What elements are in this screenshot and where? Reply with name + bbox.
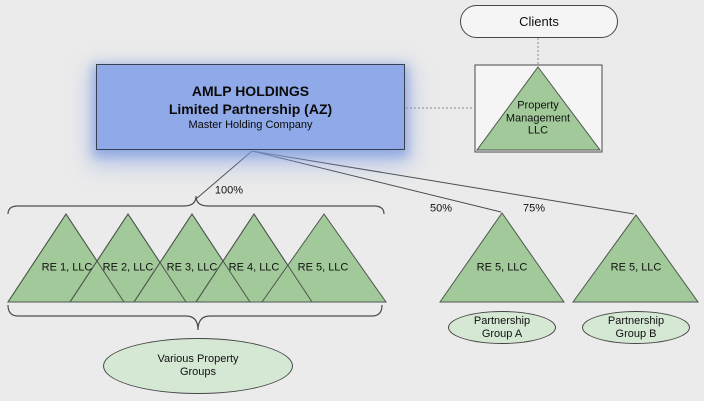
re1-label: RE 1, LLC [41,261,93,274]
clients-node: Clients [460,5,618,38]
ownership-75-label: 75% [522,202,546,215]
partnership-group-b-line2: Group B [615,327,657,340]
pm-label-line2: Management [505,111,571,124]
group-a-re-label: RE 5, LLC [476,261,528,274]
clients-label: Clients [519,14,559,29]
top-brace [7,195,385,215]
various-groups-ellipse: Various Property Groups [103,338,293,394]
re2-label: RE 2, LLC [102,261,154,274]
re5-triangle [261,213,387,303]
group-b-re-label: RE 5, LLC [610,261,662,274]
ownership-50-label: 50% [429,202,453,215]
re-triangle-outlines [7,213,313,303]
amlp-to-group-a-connector [251,150,502,213]
amlp-caption: Master Holding Company [188,118,313,131]
partnership-group-a-line2: Group A [481,327,523,340]
group-a-triangle [439,212,565,303]
amlp-to-group-connector [195,150,253,200]
partnership-group-a-ellipse: Partnership Group A [448,311,556,344]
amlp-holdings-node: AMLP HOLDINGS Limited Partnership (AZ) M… [96,64,405,150]
partnership-group-b-ellipse: Partnership Group B [582,311,690,344]
various-groups-label-line2: Groups [179,366,217,378]
various-groups-label-line1: Various Property [157,353,239,365]
re5-label: RE 5, LLC [297,261,349,274]
partnership-group-b-line1: Partnership [607,314,665,327]
amlp-to-group-b-connector [251,150,635,215]
partnership-group-a-line1: Partnership [473,314,531,327]
pm-label: Property Management LLC [506,99,570,137]
pm-label-line3: LLC [527,124,549,137]
amlp-title: AMLP HOLDINGS [191,82,310,99]
group-b-triangle [572,214,699,303]
re4-label: RE 4, LLC [228,261,280,274]
pm-label-line1: Property [517,99,559,112]
pm-triangle [476,66,601,151]
re3-label: RE 3, LLC [166,261,218,274]
ownership-100-label: 100% [214,184,244,197]
bottom-brace [7,304,383,331]
amlp-subtitle: Limited Partnership (AZ) [168,100,333,117]
